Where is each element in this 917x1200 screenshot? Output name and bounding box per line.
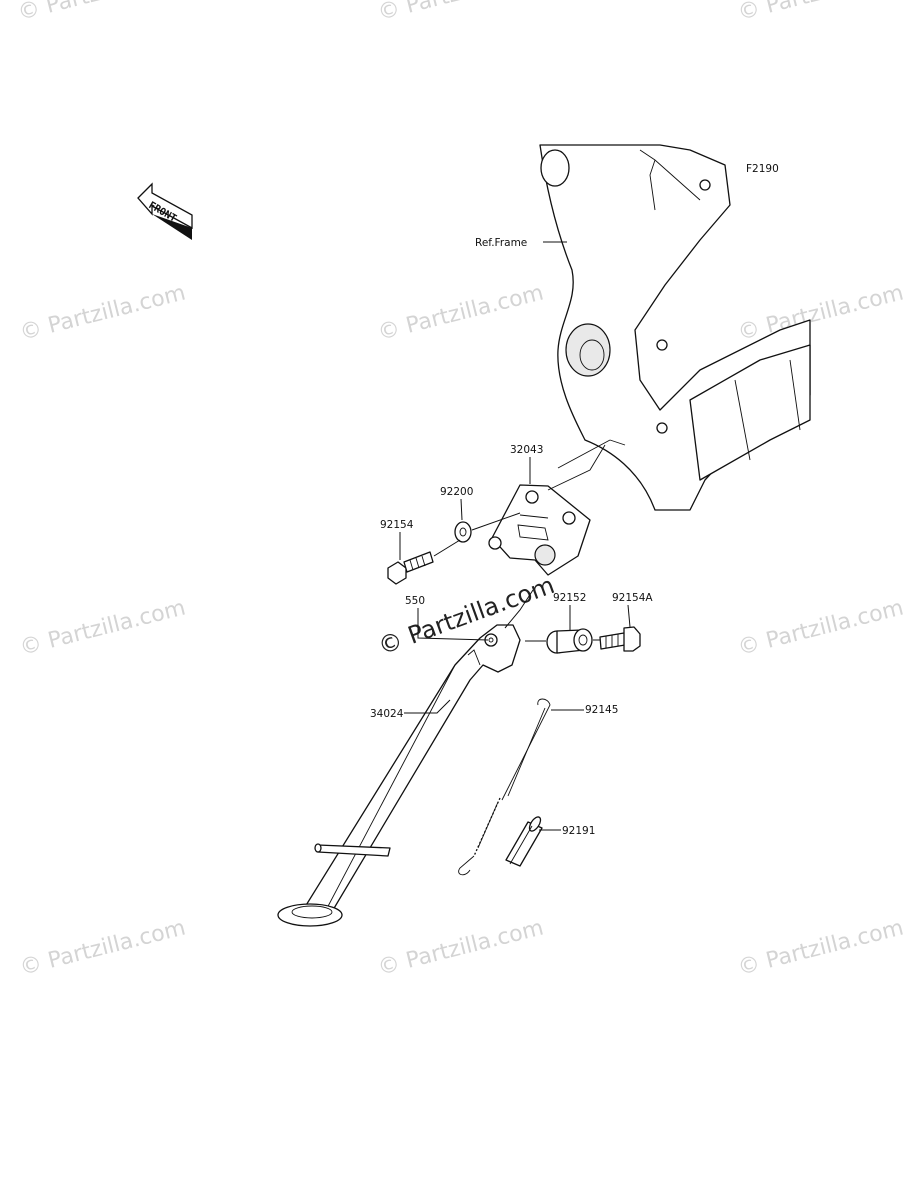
callout-32043: 32043 (510, 444, 543, 456)
callouts: 32043 92200 92154 550 92152 92154A 34024… (370, 444, 653, 837)
watermark: © Partzilla.com (735, 915, 906, 980)
washer-92200 (454, 512, 521, 543)
bolt-92154 (387, 539, 461, 585)
callout-92191: 92191 (562, 825, 595, 837)
watermark: © Partzilla.com (17, 915, 188, 980)
callout-92154a: 92154A (612, 592, 653, 604)
watermark: © Partzilla.com (375, 0, 546, 26)
frame-reference (539, 144, 811, 511)
diagram-code: F2190 (746, 163, 779, 175)
ref-frame-label: Ref.Frame (475, 237, 527, 249)
guide-lines (504, 514, 600, 642)
bolt-92154a (599, 626, 641, 652)
front-arrow-icon: FRONT (137, 182, 193, 240)
watermark: © Partzilla.com (375, 280, 546, 345)
watermark-center: © Partzilla.com (374, 571, 558, 661)
watermark: © Partzilla.com (17, 280, 188, 345)
watermark: © Partzilla.com (15, 0, 186, 26)
watermark: © Partzilla.com (735, 0, 906, 26)
spring-92145 (458, 698, 551, 876)
side-stand-34024 (277, 624, 521, 927)
callout-92154: 92154 (380, 519, 414, 531)
collar-92152 (546, 628, 593, 654)
callout-550: 550 (405, 595, 425, 607)
callout-92200: 92200 (440, 486, 473, 498)
watermark: © Partzilla.com (375, 915, 546, 980)
watermark: © Partzilla.com (735, 280, 906, 345)
callout-92152: 92152 (553, 592, 586, 604)
watermark: © Partzilla.com (17, 595, 188, 660)
bracket-32043 (488, 439, 611, 576)
watermark: © Partzilla.com (735, 595, 906, 660)
callout-34024: 34024 (370, 708, 404, 720)
callout-92145: 92145 (585, 704, 618, 716)
tube-92191 (505, 816, 543, 867)
